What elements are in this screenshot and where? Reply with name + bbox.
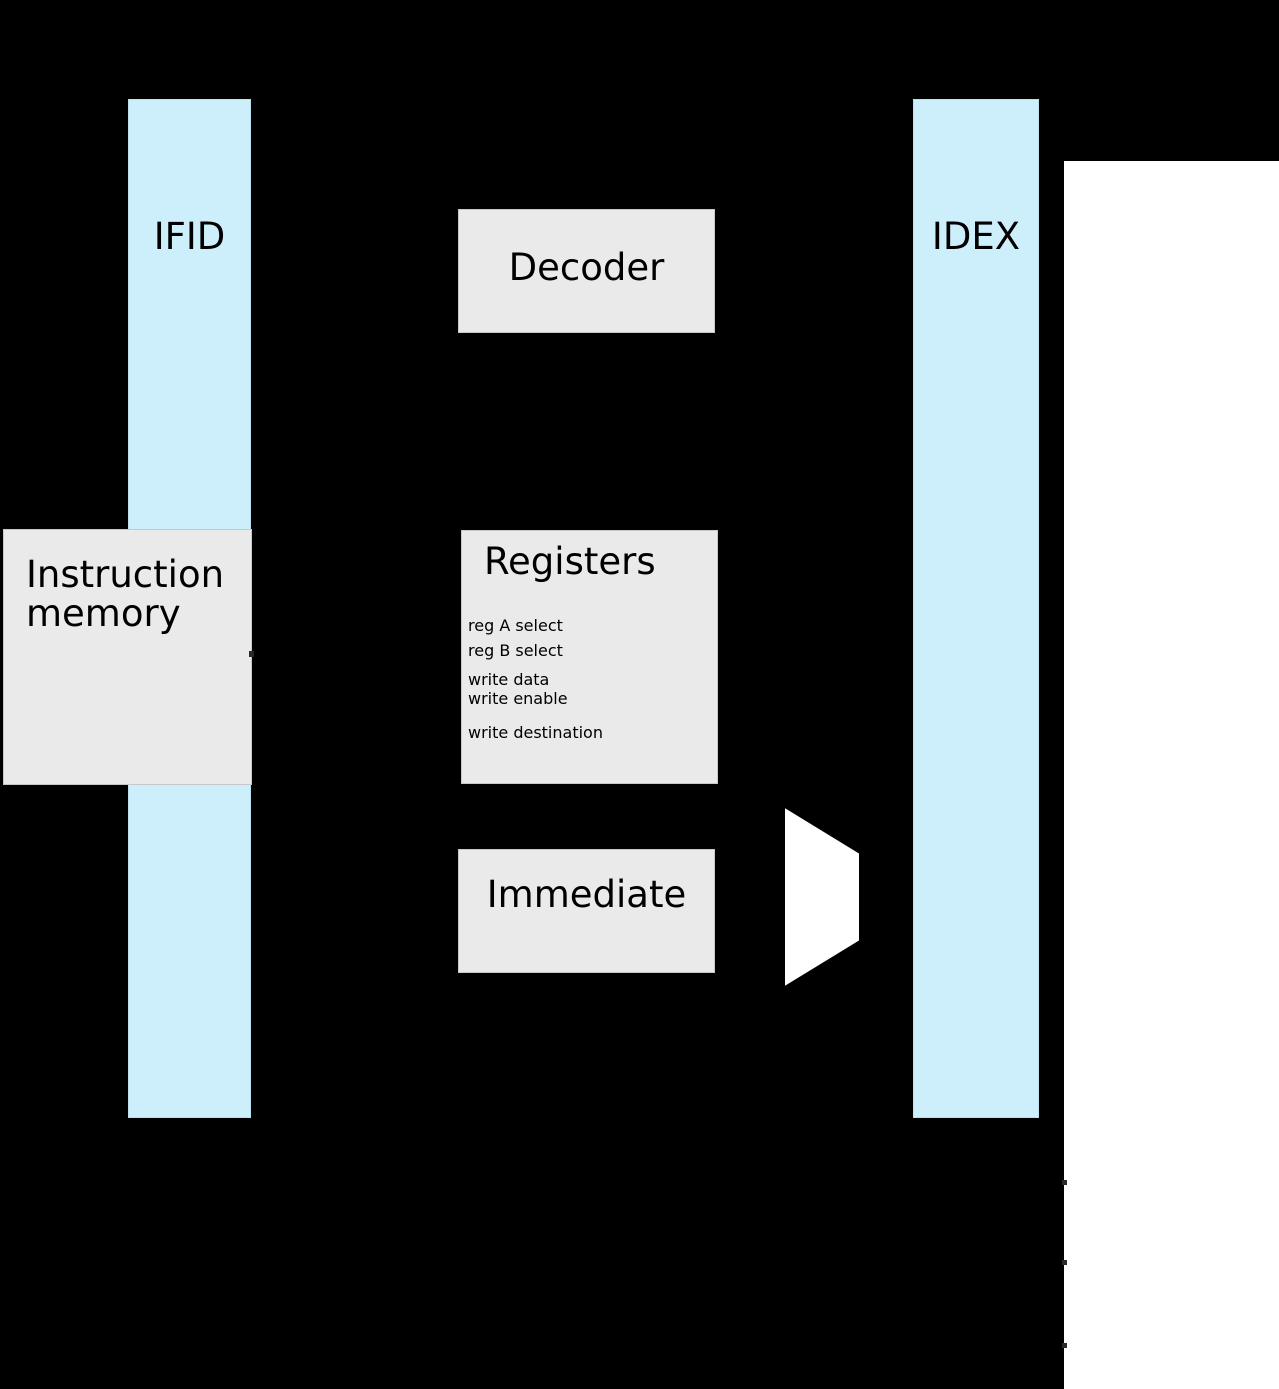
registers-port-write-data: write data (468, 670, 550, 689)
multiplexer[interactable] (784, 808, 860, 986)
unit-instruction-memory[interactable]: Instruction memory (3, 529, 252, 785)
unit-immediate-label: Immediate (486, 873, 687, 916)
panel-edge-connector-stub-2 (1062, 1260, 1067, 1265)
unit-decoder-label: Decoder (508, 246, 665, 289)
unit-registers[interactable]: Registers reg A select reg B select writ… (461, 530, 718, 784)
panel-edge-connector-stub-1 (1062, 1180, 1067, 1185)
pipeline-register-idex-label: IDEX (931, 215, 1021, 258)
registers-port-reg-b-select: reg B select (468, 641, 563, 660)
right-white-panel (1064, 161, 1279, 1389)
unit-registers-label: Registers (484, 540, 656, 583)
registers-port-reg-a-select: reg A select (468, 616, 563, 635)
pipeline-register-ifid-label: IFID (153, 215, 226, 258)
registers-port-write-destination: write destination (468, 723, 603, 742)
panel-edge-connector-stub-3 (1062, 1343, 1067, 1348)
pipeline-register-idex: IDEX (913, 99, 1039, 1118)
unit-immediate[interactable]: Immediate (458, 849, 715, 973)
unit-instruction-memory-label: Instruction memory (26, 553, 225, 635)
instruction-memory-output-stub (249, 651, 254, 657)
registers-port-write-enable: write enable (468, 689, 568, 708)
unit-decoder[interactable]: Decoder (458, 209, 715, 333)
